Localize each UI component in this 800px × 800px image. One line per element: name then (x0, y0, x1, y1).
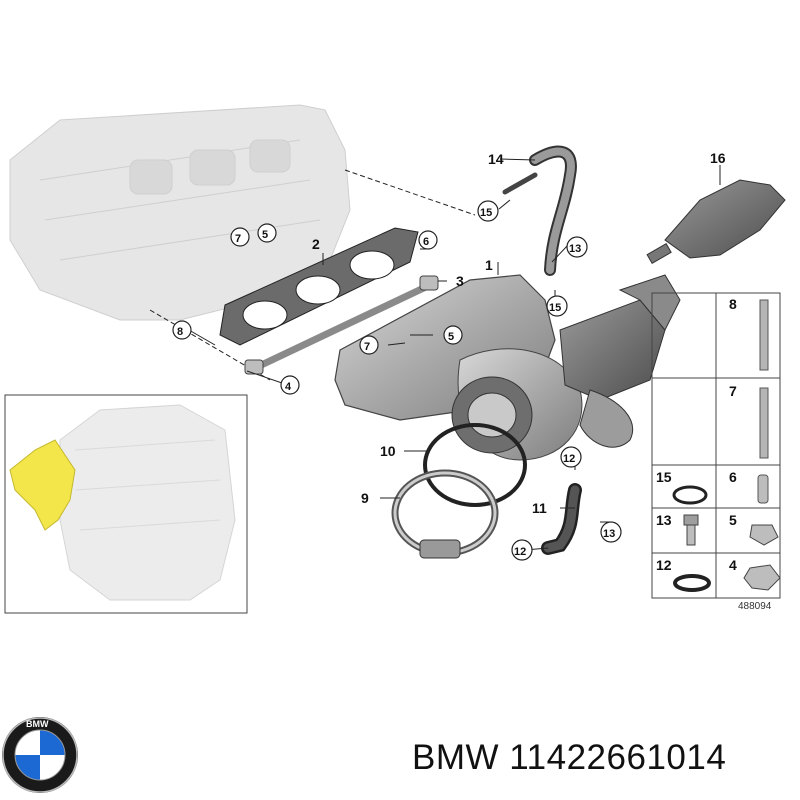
callout-circle-15b (546, 295, 568, 317)
callouts: 1 2 3 4 5 5 6 7 7 8 9 10 11 12 12 13 13 … (172, 150, 726, 561)
callout-circle-6 (418, 230, 438, 250)
legend-13: 13 (656, 512, 672, 528)
callout-circle-15 (477, 200, 499, 222)
highlighted-turbo (9, 439, 76, 531)
legend-6: 6 (729, 469, 737, 485)
callout-circle-5 (257, 223, 277, 243)
callout-16: 16 (710, 150, 726, 166)
wastegate-actuator (646, 179, 786, 265)
manifold-gasket (219, 227, 419, 346)
callout-circle-12b (511, 539, 533, 561)
callout-9: 9 (361, 490, 369, 506)
legend-5: 5 (729, 512, 737, 528)
oil-feed-line (502, 145, 577, 276)
o-ring (423, 423, 527, 507)
legend-4: 4 (729, 557, 737, 573)
footer-part-number: BMW 11422661014 (412, 738, 726, 778)
callout-14: 14 (488, 151, 504, 167)
engine-inset (4, 394, 248, 614)
part-number: 11422661014 (509, 738, 727, 777)
callout-12: 12 (563, 453, 575, 465)
callout-2: 2 (312, 236, 320, 252)
legend-12: 12 (656, 557, 672, 573)
callout-circle-13b (600, 521, 622, 543)
callout-8: 8 (177, 326, 183, 338)
legend-15: 15 (656, 469, 672, 485)
callout-5b: 5 (448, 331, 454, 343)
callout-5: 5 (262, 229, 268, 241)
callout-11: 11 (532, 500, 547, 516)
callout-7b: 7 (364, 341, 370, 353)
cylinder-head-ghost (9, 104, 351, 321)
legend-icons (672, 299, 781, 592)
mounting-rod (244, 275, 439, 375)
callout-circle-5b (443, 325, 463, 345)
callout-10: 10 (380, 443, 396, 459)
v-band-clamp (391, 469, 499, 559)
bmw-logo: BMW (2, 717, 78, 793)
callout-circle-7 (230, 227, 250, 247)
callout-4: 4 (285, 381, 292, 393)
hardware-legend (651, 292, 781, 599)
logo-lettering: BMW (26, 719, 49, 729)
legend-8: 8 (729, 296, 737, 312)
legend-7: 7 (729, 383, 737, 399)
callout-6: 6 (423, 236, 429, 248)
callout-1: 1 (485, 257, 493, 273)
oil-return-hose (541, 483, 582, 555)
callout-circle-12 (560, 446, 582, 468)
brand-name: BMW (412, 738, 500, 777)
callout-15: 15 (480, 207, 492, 219)
callout-13: 13 (569, 243, 581, 255)
turbocharger (334, 274, 681, 461)
legend-labels: 8 7 15 6 13 5 12 4 (656, 296, 737, 573)
callout-circle-13 (566, 236, 588, 258)
callout-circle-4 (280, 375, 300, 395)
callout-15b: 15 (549, 302, 561, 314)
callout-circle-8 (172, 320, 192, 340)
callout-3: 3 (456, 273, 464, 289)
callout-12b: 12 (514, 546, 526, 558)
drawing-id: 488094 (738, 601, 772, 612)
callout-13b: 13 (603, 528, 615, 540)
callout-circle-7b (359, 335, 379, 355)
callout-7: 7 (235, 233, 241, 245)
